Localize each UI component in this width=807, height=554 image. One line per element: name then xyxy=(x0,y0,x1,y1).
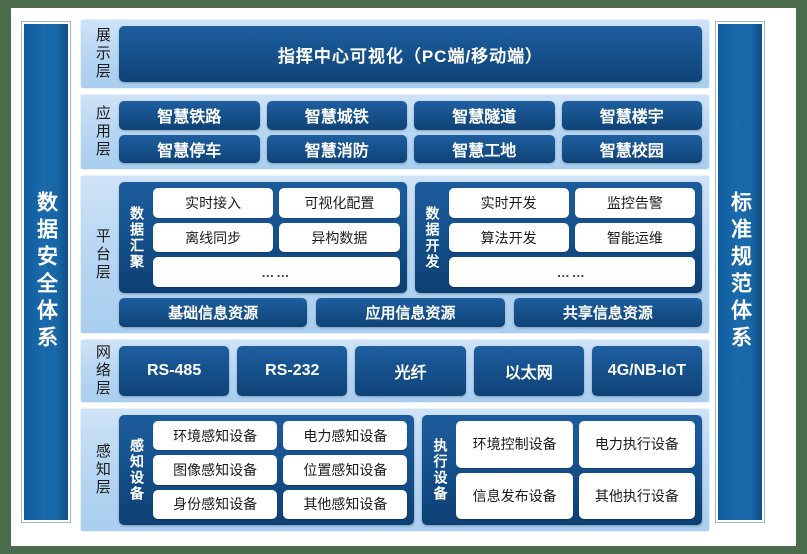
sensor-item-power[interactable]: 电力感知设备 xyxy=(283,421,408,451)
network-item-4g-nbiot[interactable]: 4G/NB-IoT xyxy=(591,346,703,396)
network-item-rs485[interactable]: RS-485 xyxy=(119,346,230,396)
layer-display-body: 指挥中心可视化（PC端/移动端） xyxy=(119,26,702,82)
platform-group-aggregation-caption: 数据汇聚 xyxy=(129,205,145,270)
sensing-groups: 感知设备 环境感知设备 电力感知设备 图像感知设备 位置感知设备 xyxy=(119,415,702,525)
layer-platform-body: 数据汇聚 实时接入 可视化配置 离线同步 异构数据 xyxy=(119,182,702,327)
actuator-item-info-release[interactable]: 信息发布设备 xyxy=(456,472,573,519)
platform-row: …… xyxy=(153,257,400,288)
platform-item-visual-config[interactable]: 可视化配置 xyxy=(279,188,400,218)
sensing-row: 身份感知设备 其他感知设备 xyxy=(153,489,408,519)
platform-item-heterogeneous-data[interactable]: 异构数据 xyxy=(279,222,400,253)
layer-application-body: 智慧铁路 智慧城铁 智慧隧道 智慧楼宇 智慧停车 智慧消防 智慧工地 智慧校园 xyxy=(119,101,702,163)
right-pillar-label: 标准规范体系 xyxy=(728,191,752,353)
layer-sensing: 感知层 感知设备 环境感知设备 电力感知设备 xyxy=(80,408,710,532)
layer-network: 网络层 RS-485 RS-232 光纤 以太网 4G/NB-IoT xyxy=(80,339,710,403)
platform-item-aggregation-more[interactable]: …… xyxy=(153,257,400,288)
platform-item-offline-sync[interactable]: 离线同步 xyxy=(153,222,274,253)
sensor-item-image[interactable]: 图像感知设备 xyxy=(153,455,278,485)
sensing-group-actuator-devices: 执行设备 环境控制设备 电力执行设备 信息发布设备 其他执行设备 xyxy=(422,415,702,525)
platform-item-monitor-alert[interactable]: 监控告警 xyxy=(574,188,695,218)
layer-sensing-body: 感知设备 环境感知设备 电力感知设备 图像感知设备 位置感知设备 xyxy=(119,415,702,525)
layer-sensing-caption: 感知层 xyxy=(93,443,111,497)
platform-row: 实时开发 监控告警 xyxy=(448,188,695,218)
layer-display-caption: 展示层 xyxy=(93,27,111,81)
sensor-item-identity[interactable]: 身份感知设备 xyxy=(153,489,278,519)
network-item-rs232[interactable]: RS-232 xyxy=(237,346,348,396)
resource-basic-info[interactable]: 基础信息资源 xyxy=(119,298,308,327)
left-pillar-data-security: 数据安全体系 xyxy=(22,22,70,522)
application-row: 智慧停车 智慧消防 智慧工地 智慧校园 xyxy=(119,134,702,163)
sensing-row: 信息发布设备 其他执行设备 xyxy=(456,472,695,519)
app-item-railway[interactable]: 智慧铁路 xyxy=(119,101,260,130)
app-item-fire[interactable]: 智慧消防 xyxy=(266,134,407,163)
app-item-construction[interactable]: 智慧工地 xyxy=(414,134,555,163)
sensing-group-sensor-caption: 感知设备 xyxy=(129,438,145,502)
actuator-item-power-execution[interactable]: 电力执行设备 xyxy=(578,421,695,468)
platform-group-aggregation-grid: 实时接入 可视化配置 离线同步 异构数据 …… xyxy=(153,188,400,288)
sensing-group-sensor-devices: 感知设备 环境感知设备 电力感知设备 图像感知设备 位置感知设备 xyxy=(119,415,415,525)
sensing-group-actuator-caption: 执行设备 xyxy=(432,438,449,502)
app-item-campus[interactable]: 智慧校园 xyxy=(561,134,702,163)
platform-row: 离线同步 异构数据 xyxy=(153,222,400,253)
platform-item-development-more[interactable]: …… xyxy=(448,257,695,288)
platform-item-smart-ops[interactable]: 智能运维 xyxy=(574,222,695,253)
resource-shared-info[interactable]: 共享信息资源 xyxy=(513,298,702,327)
app-item-parking[interactable]: 智慧停车 xyxy=(119,134,260,163)
platform-resources-row: 基础信息资源 应用信息资源 共享信息资源 xyxy=(119,298,702,327)
network-row: RS-485 RS-232 光纤 以太网 4G/NB-IoT xyxy=(119,346,703,396)
layer-network-caption: 网络层 xyxy=(93,344,111,398)
sensing-row: 图像感知设备 位置感知设备 xyxy=(153,455,408,485)
platform-row: …… xyxy=(448,257,695,288)
platform-item-realtime-ingest[interactable]: 实时接入 xyxy=(153,188,274,218)
platform-groups: 数据汇聚 实时接入 可视化配置 离线同步 异构数据 xyxy=(119,182,702,293)
platform-group-development-grid: 实时开发 监控告警 算法开发 智能运维 …… xyxy=(448,188,695,288)
sensing-group-sensor-grid: 环境感知设备 电力感知设备 图像感知设备 位置感知设备 身份感知设备 其他感知设… xyxy=(153,421,408,519)
sensor-item-other[interactable]: 其他感知设备 xyxy=(283,489,408,519)
sensor-item-environment[interactable]: 环境感知设备 xyxy=(153,421,278,451)
display-banner[interactable]: 指挥中心可视化（PC端/移动端） xyxy=(119,26,702,82)
layer-network-body: RS-485 RS-232 光纤 以太网 4G/NB-IoT xyxy=(119,346,703,396)
layer-platform: 平台层 数据汇聚 实时接入 可视化配置 xyxy=(80,175,710,334)
left-pillar-label: 数据安全体系 xyxy=(34,191,58,353)
layer-platform-caption: 平台层 xyxy=(93,227,111,282)
sensor-item-position[interactable]: 位置感知设备 xyxy=(283,455,408,485)
app-item-tunnel[interactable]: 智慧隧道 xyxy=(414,101,555,130)
actuator-item-other[interactable]: 其他执行设备 xyxy=(578,472,695,519)
layer-application: 应用层 智慧铁路 智慧城铁 智慧隧道 智慧楼宇 智慧停车 智慧消防 智慧工地 智… xyxy=(80,94,710,170)
sensing-row: 环境感知设备 电力感知设备 xyxy=(153,421,408,451)
layer-display: 展示层 指挥中心可视化（PC端/移动端） xyxy=(80,19,710,89)
network-item-fiber[interactable]: 光纤 xyxy=(355,346,466,396)
platform-item-realtime-dev[interactable]: 实时开发 xyxy=(448,188,569,218)
layer-application-caption: 应用层 xyxy=(93,105,111,159)
platform-group-data-aggregation: 数据汇聚 实时接入 可视化配置 离线同步 异构数据 xyxy=(119,182,407,293)
network-item-ethernet[interactable]: 以太网 xyxy=(473,346,584,396)
platform-group-development-caption: 数据开发 xyxy=(424,205,441,270)
app-item-metro[interactable]: 智慧城铁 xyxy=(266,101,407,130)
layer-stack: 展示层 指挥中心可视化（PC端/移动端） 应用层 智慧铁路 智慧城铁 智慧隧道 … xyxy=(80,19,710,537)
app-item-building[interactable]: 智慧楼宇 xyxy=(561,101,702,130)
platform-group-data-development: 数据开发 实时开发 监控告警 算法开发 智能运维 xyxy=(414,182,702,293)
sensing-group-actuator-grid: 环境控制设备 电力执行设备 信息发布设备 其他执行设备 xyxy=(456,421,695,519)
application-row: 智慧铁路 智慧城铁 智慧隧道 智慧楼宇 xyxy=(119,101,702,130)
resource-application-info[interactable]: 应用信息资源 xyxy=(316,298,505,327)
platform-row: 实时接入 可视化配置 xyxy=(153,188,400,218)
actuator-item-environment-control[interactable]: 环境控制设备 xyxy=(456,421,573,468)
right-pillar-standards: 标准规范体系 xyxy=(716,22,764,522)
sensing-row: 环境控制设备 电力执行设备 xyxy=(456,421,695,468)
platform-row: 算法开发 智能运维 xyxy=(448,222,695,253)
platform-item-algorithm-dev[interactable]: 算法开发 xyxy=(448,222,569,253)
